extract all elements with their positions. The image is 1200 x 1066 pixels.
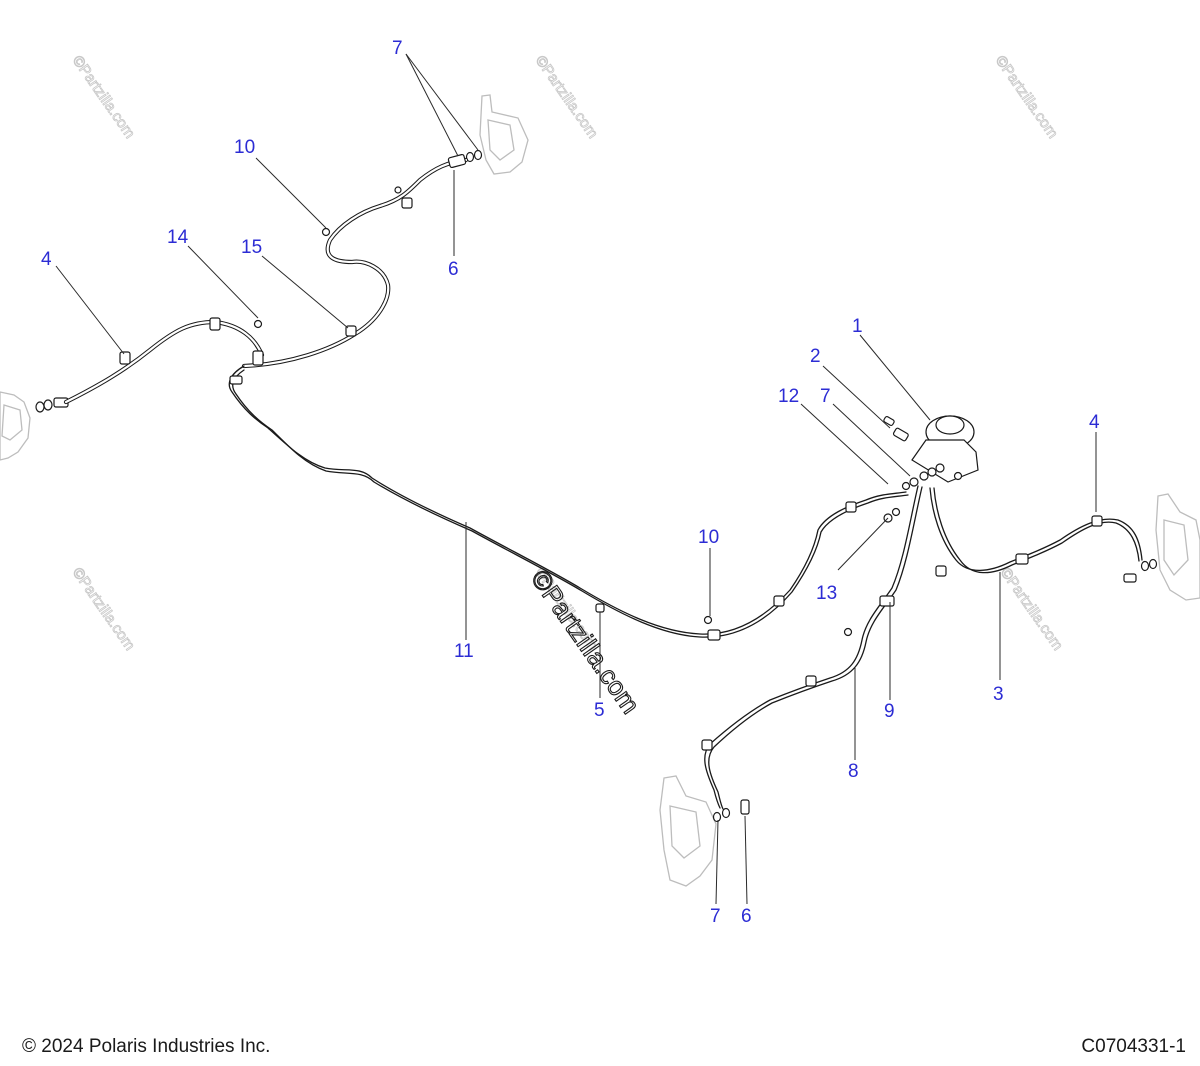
callout-4-right: 4 xyxy=(1089,412,1100,433)
caliper-rear-bottom xyxy=(659,775,750,887)
callout-6-top: 6 xyxy=(448,259,459,280)
callout-11: 11 xyxy=(454,641,474,662)
master-cylinder xyxy=(883,415,979,523)
leader-lines xyxy=(55,53,1097,905)
figure-code: C0704331-1 xyxy=(1081,1036,1186,1057)
callout-10-top: 10 xyxy=(234,137,255,158)
callout-6-bottom: 6 xyxy=(741,906,752,927)
callout-15: 15 xyxy=(241,237,262,258)
callout-13: 13 xyxy=(816,583,837,604)
callout-7-master: 7 xyxy=(820,386,831,407)
callout-12: 12 xyxy=(778,386,799,407)
callout-4-left: 4 xyxy=(41,249,52,270)
copyright-notice: © 2024 Polaris Industries Inc. xyxy=(22,1036,271,1057)
caliper-left xyxy=(0,391,69,461)
center-watermark: ©Partzilla.com xyxy=(525,564,646,719)
callout-8: 8 xyxy=(848,761,859,782)
watermark: ©Partzilla.com xyxy=(997,565,1067,654)
watermark-group: ©Partzilla.com ©Partzilla.com ©Partzilla… xyxy=(68,52,1067,654)
callout-1: 1 xyxy=(852,316,863,337)
caliper-right xyxy=(1123,493,1200,601)
caliper-front-top xyxy=(465,94,529,175)
callout-5: 5 xyxy=(594,700,605,721)
callout-9: 9 xyxy=(884,701,895,722)
callout-7-top: 7 xyxy=(392,38,403,59)
callout-7-bottom: 7 xyxy=(710,906,721,927)
watermark: ©Partzilla.com xyxy=(532,53,602,142)
watermark: ©Partzilla.com xyxy=(69,565,139,654)
watermark: ©Partzilla.com xyxy=(69,53,139,142)
callout-3: 3 xyxy=(993,684,1004,705)
watermark: ©Partzilla.com xyxy=(992,53,1062,142)
callout-14: 14 xyxy=(167,227,189,248)
callout-2: 2 xyxy=(810,346,821,367)
callout-10-center: 10 xyxy=(698,527,719,548)
callout-labels: 1 2 3 4 4 5 6 6 7 7 7 8 9 10 10 11 12 13… xyxy=(41,38,1100,927)
